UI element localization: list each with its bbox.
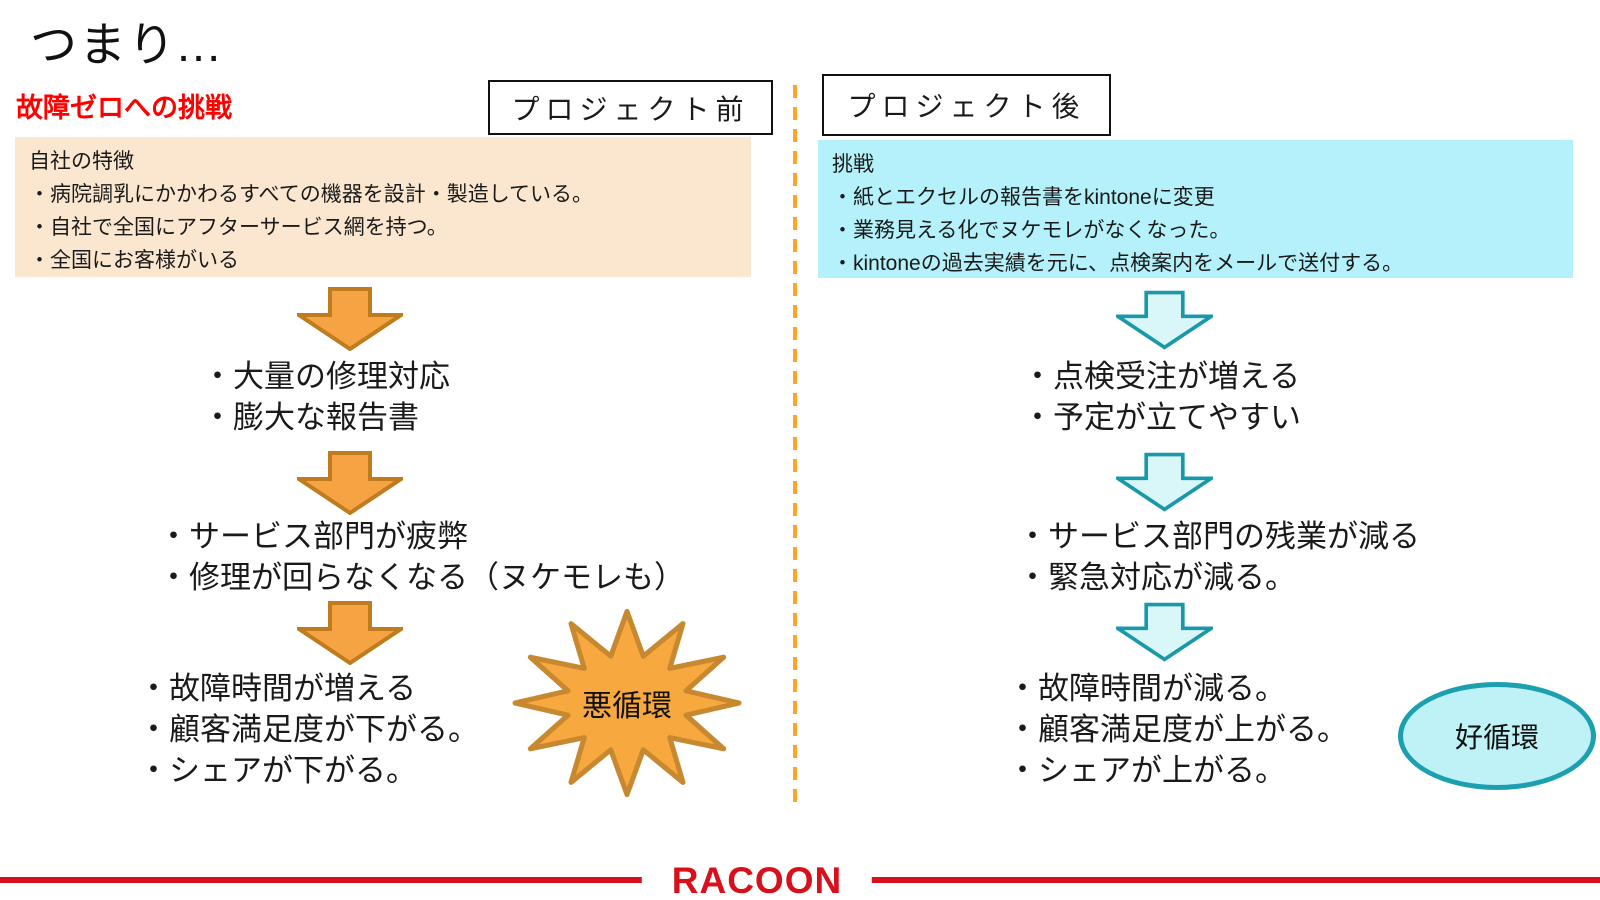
- step-line: ・サービス部門の残業が減る: [1017, 519, 1420, 554]
- virtuous-cycle-badge: 好循環: [1398, 682, 1596, 790]
- before-step-2: ・サービス部門が疲弊 ・修理が回らなくなる（ヌケモレも）: [158, 516, 685, 598]
- down-arrow-icon: [1116, 602, 1213, 662]
- down-arrow-icon: [297, 601, 403, 665]
- after-intro-bullet: ・kintoneの過去実績を元に、点検案内をメールで送付する。: [832, 252, 1404, 275]
- challenge-heading: 故障ゼロへの挑戦: [16, 93, 232, 123]
- before-intro-bullet: ・病院調乳にかかわるすべての機器を設計・製造している。: [29, 183, 594, 206]
- step-line: ・膨大な報告書: [202, 400, 419, 435]
- before-intro-title: 自社の特徴: [29, 150, 134, 173]
- before-intro-bullet: ・全国にお客様がいる: [29, 249, 239, 272]
- vicious-cycle-label: 悪循環: [582, 690, 672, 723]
- before-intro-panel: 自社の特徴 ・病院調乳にかかわるすべての機器を設計・製造している。 ・自社で全国…: [15, 137, 751, 277]
- after-intro-bullet: ・業務見える化でヌケモレがなくなった。: [832, 219, 1231, 242]
- page-title: つまり...: [30, 18, 223, 71]
- racoon-logo: RACOON: [641, 860, 873, 900]
- down-arrow-icon: [1116, 452, 1213, 512]
- step-line: ・故障時間が増える: [138, 671, 417, 706]
- before-label: プロジェクト前: [511, 93, 750, 125]
- step-line: ・サービス部門が疲弊: [158, 519, 468, 554]
- after-step-2: ・サービス部門の残業が減る ・緊急対応が減る。: [1017, 516, 1420, 598]
- step-line: ・点検受注が増える: [1022, 359, 1301, 394]
- step-line: ・修理が回らなくなる（ヌケモレも）: [158, 560, 685, 595]
- virtuous-cycle-label: 好循環: [1454, 722, 1539, 753]
- after-intro-title: 挑戦: [832, 153, 874, 176]
- after-intro-panel: 挑戦 ・紙とエクセルの報告書をkintoneに変更 ・業務見える化でヌケモレがな…: [818, 140, 1573, 278]
- step-line: ・大量の修理対応: [202, 359, 450, 394]
- down-arrow-icon: [297, 451, 403, 515]
- before-intro-bullet: ・自社で全国にアフターサービス網を持つ。: [29, 216, 448, 239]
- after-label-box: プロジェクト後: [822, 74, 1111, 136]
- step-line: ・顧客満足度が上がる。: [1007, 712, 1348, 747]
- after-step-3: ・故障時間が減る。 ・顧客満足度が上がる。 ・シェアが上がる。: [1007, 668, 1348, 791]
- before-step-1: ・大量の修理対応 ・膨大な報告書: [202, 356, 450, 438]
- step-line: ・予定が立てやすい: [1022, 400, 1301, 435]
- step-line: ・シェアが下がる。: [138, 753, 417, 788]
- step-line: ・シェアが上がる。: [1007, 753, 1286, 788]
- down-arrow-icon: [297, 287, 403, 351]
- after-step-1: ・点検受注が増える ・予定が立てやすい: [1022, 356, 1301, 438]
- starburst-icon: [512, 608, 742, 798]
- step-line: ・緊急対応が減る。: [1017, 560, 1296, 595]
- step-line: ・故障時間が減る。: [1007, 671, 1286, 706]
- step-line: ・顧客満足度が下がる。: [138, 712, 479, 747]
- after-intro-bullet: ・紙とエクセルの報告書をkintoneに変更: [832, 186, 1215, 209]
- before-label-box: プロジェクト前: [488, 80, 773, 135]
- after-label: プロジェクト後: [847, 91, 1086, 122]
- vicious-cycle-badge: 悪循環: [510, 606, 744, 800]
- column-divider: [793, 85, 797, 805]
- before-step-3: ・故障時間が増える ・顧客満足度が下がる。 ・シェアが下がる。: [138, 668, 479, 791]
- down-arrow-icon: [1116, 290, 1213, 350]
